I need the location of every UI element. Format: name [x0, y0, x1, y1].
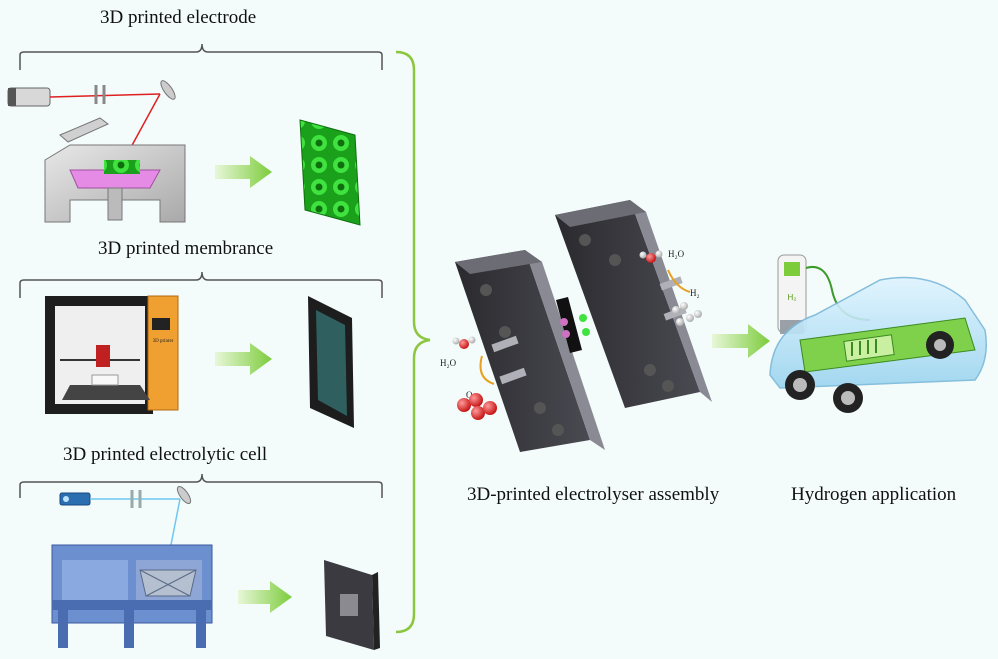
- oxygen-molecules: [457, 393, 497, 420]
- electrode-label: 3D printed electrode: [100, 7, 257, 28]
- bracket-cell: [19, 473, 383, 498]
- water-molecule-left: [452, 336, 476, 349]
- cell-printer: [51, 544, 213, 648]
- membrane-3d-printer: 3D printer: [45, 295, 179, 414]
- membrane-sheet: [308, 296, 354, 428]
- optical-lens: [94, 85, 106, 104]
- o2-label: O₂: [466, 390, 476, 400]
- cell-mirror: [176, 485, 192, 505]
- station-h2-label: H₂: [788, 293, 797, 302]
- reaction-arrow-right: [667, 269, 691, 293]
- printer-brand-text: 3D printer: [153, 339, 174, 344]
- arrow-electrode: [215, 156, 272, 188]
- hydrogen-molecules: [672, 302, 702, 326]
- reaction-arrow-left: [479, 355, 495, 385]
- electrolyser-membrane-stack: [556, 297, 590, 353]
- h2-label: H₂: [690, 288, 700, 298]
- green-curly-brace: [395, 50, 431, 634]
- h2o-right-label: H₂O: [668, 249, 685, 259]
- arrow-to-application: [712, 324, 770, 358]
- arrow-cell: [238, 581, 292, 613]
- cell-optical-lens: [130, 490, 142, 508]
- hydrogen-car: [769, 276, 987, 413]
- membrane-label: 3D printed membrance: [98, 238, 274, 259]
- arrow-membrane: [215, 343, 272, 375]
- laser-emitter: [7, 87, 51, 107]
- assembly-label: 3D-printed electrolyser assembly: [467, 484, 720, 505]
- mirror: [160, 80, 176, 100]
- water-molecule-right: [639, 250, 663, 263]
- bracket-membrane: [19, 271, 383, 298]
- bracket-electrode: [19, 43, 383, 70]
- cell-laser-emitter: [59, 492, 91, 506]
- cell-label: 3D printed electrolytic cell: [63, 444, 268, 465]
- application-label: Hydrogen application: [791, 484, 957, 505]
- electrode-lattice: [299, 119, 361, 226]
- electrolyser-left-plate: [455, 250, 605, 452]
- electrode-printer: [44, 117, 186, 223]
- electrolyser-right-plate: [555, 200, 712, 408]
- h2o-left-label: H₂O: [440, 358, 457, 368]
- printed-cell-plate: [324, 560, 380, 650]
